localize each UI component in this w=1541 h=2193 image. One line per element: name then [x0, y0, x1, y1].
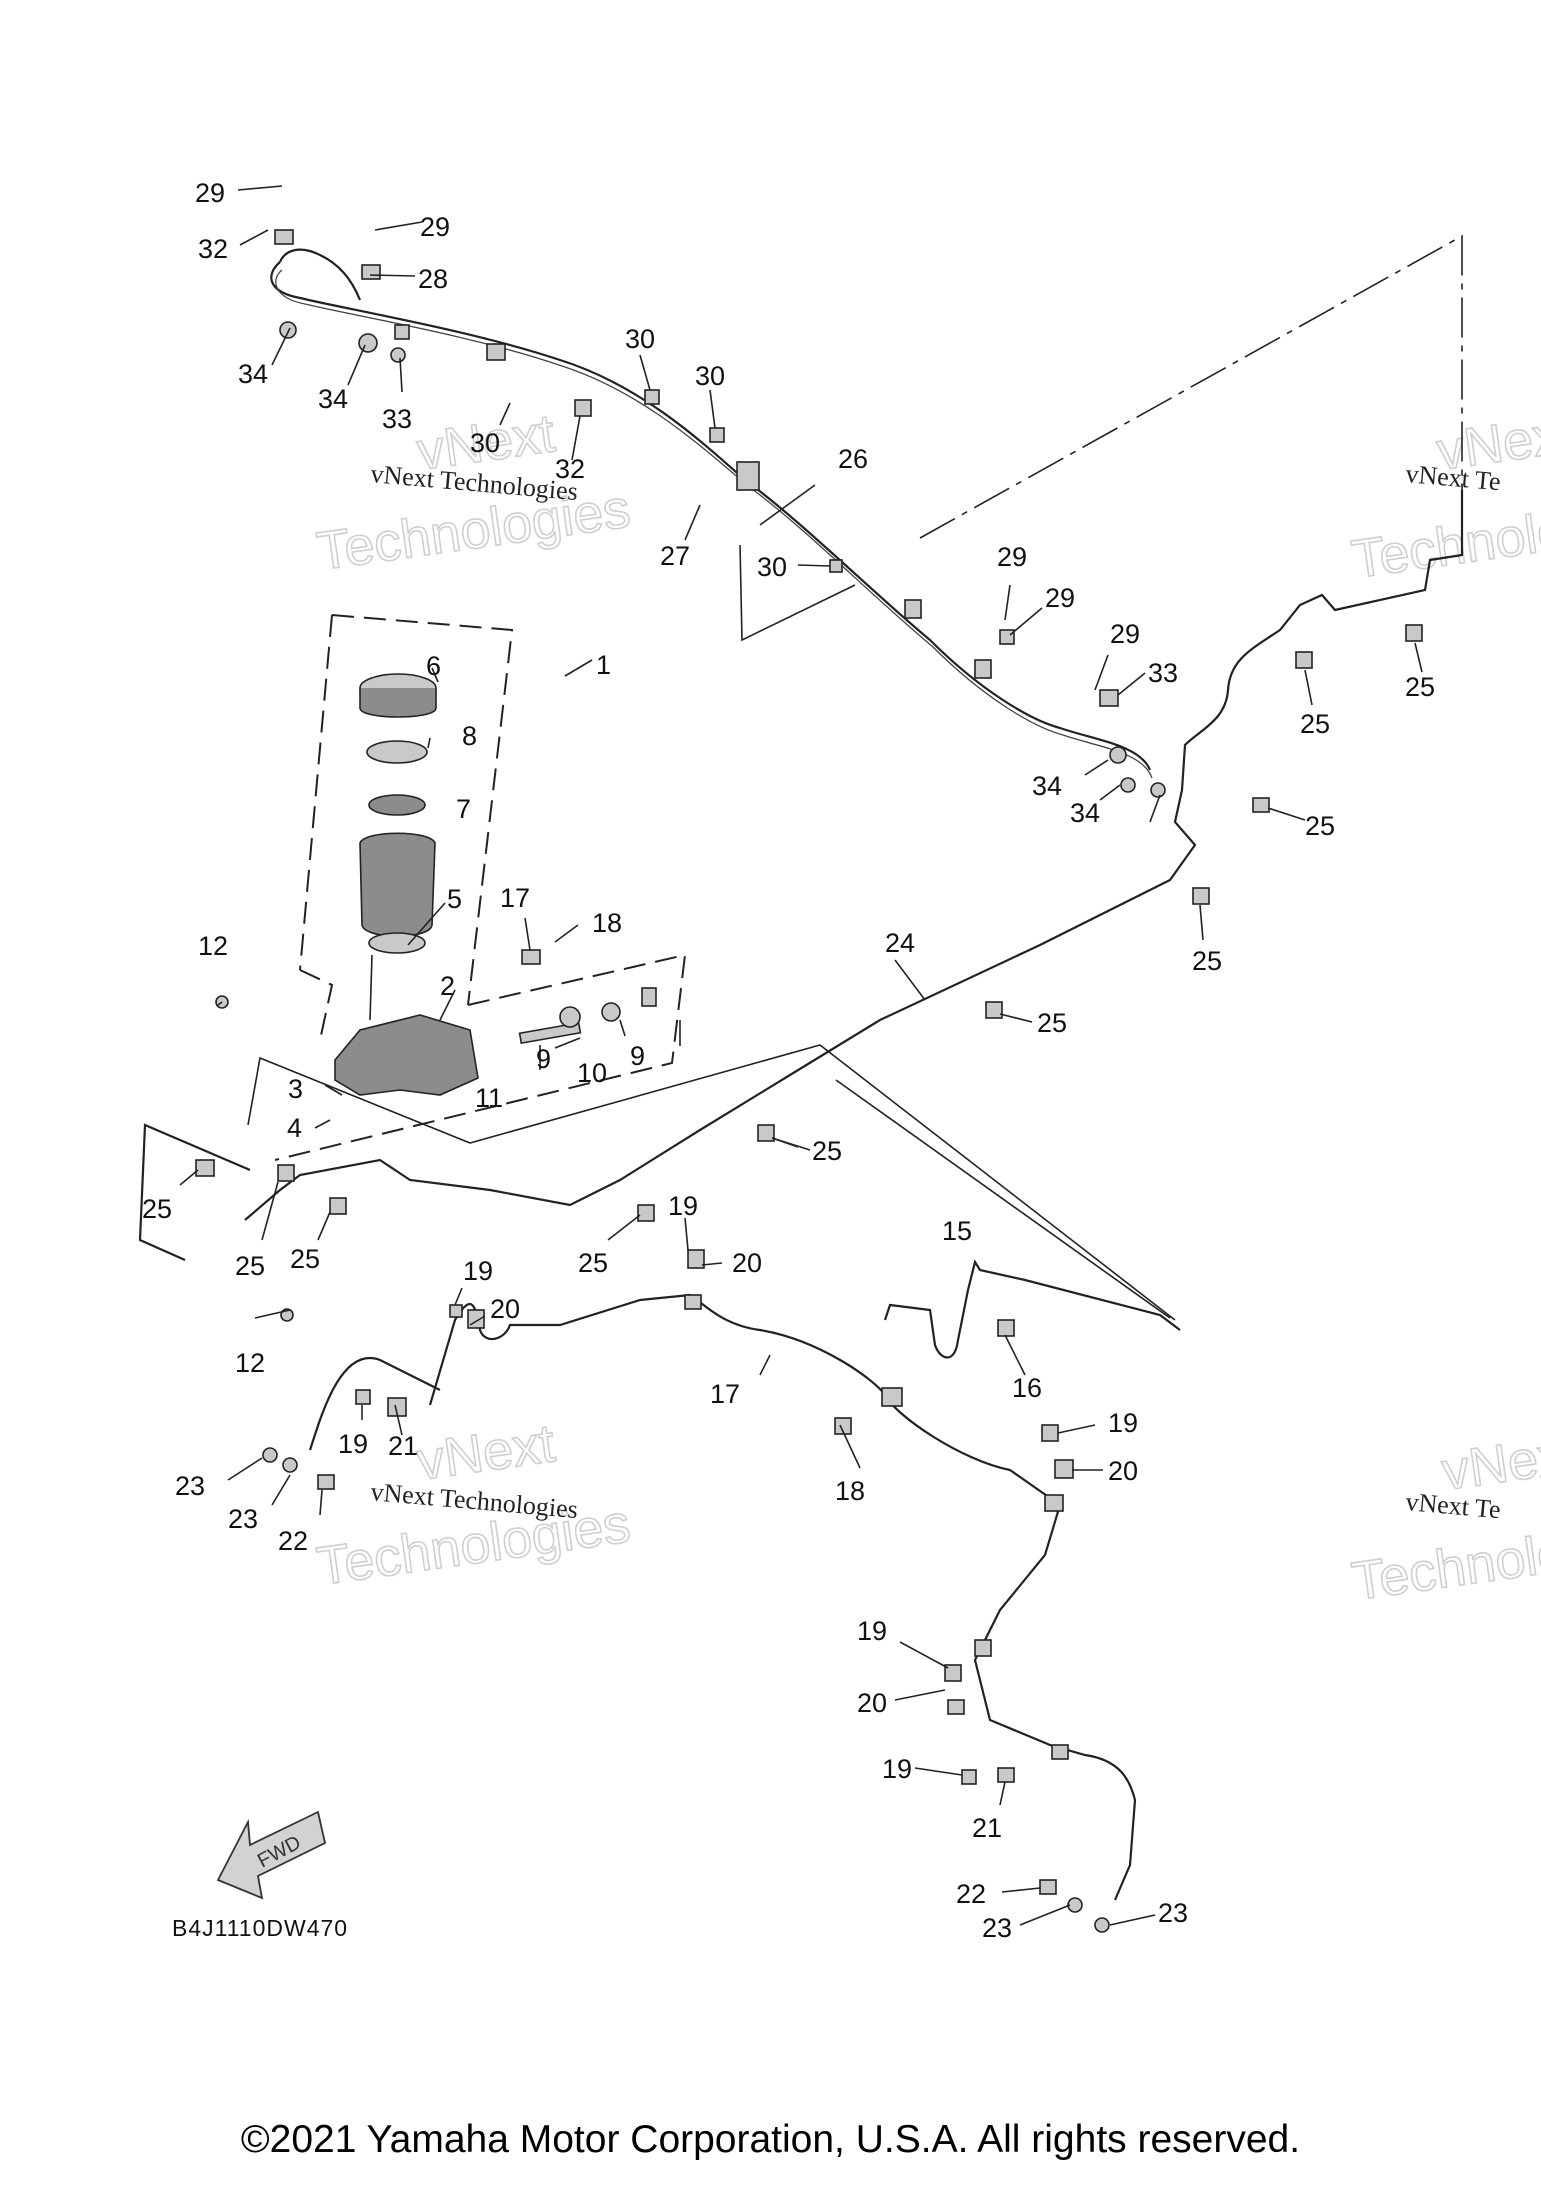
part-label: 23: [228, 1504, 258, 1534]
part-label: 32: [555, 454, 585, 484]
master-cylinder-assembly-box: [274, 614, 687, 1161]
part-label: 5: [447, 884, 462, 914]
part-label: 25: [1300, 709, 1330, 739]
part-label: 20: [857, 1688, 887, 1718]
part-label: 20: [490, 1294, 520, 1324]
part-label: 29: [997, 542, 1027, 572]
copyright-notice: ©2021 Yamaha Motor Corporation, U.S.A. A…: [240, 2118, 1301, 2161]
part-label: 23: [175, 1471, 205, 1501]
part-label: 16: [1012, 1373, 1042, 1403]
part-label: 25: [1405, 672, 1435, 702]
part-label: 32: [198, 234, 228, 264]
part-label: 25: [578, 1248, 608, 1278]
brake-line-24: [138, 490, 1464, 1262]
part-label: 19: [338, 1429, 368, 1459]
part-label: 4: [287, 1113, 302, 1143]
part-label: 30: [695, 361, 725, 391]
watermark-big-7: vNext: [1438, 1423, 1541, 1502]
part-label: 25: [235, 1251, 265, 1281]
part-label: 29: [1045, 583, 1075, 613]
fwd-arrow-icon: FWD: [216, 1810, 327, 1900]
part-label: 21: [388, 1431, 418, 1461]
part-label: 25: [1037, 1008, 1067, 1038]
part-label: 30: [470, 428, 500, 458]
part-label: 18: [592, 908, 622, 938]
part-label: 34: [1032, 771, 1062, 801]
part-label: 34: [238, 359, 268, 389]
watermark-top-right: vNext Technolo vNext Te: [1348, 402, 1541, 590]
part-labels: 29 32 29 28 34 34 33 30 32 30 30 27 26 3…: [142, 178, 1435, 1943]
part-label: 23: [1158, 1898, 1188, 1928]
watermark-big-6: Technolo: [1348, 500, 1541, 590]
part-label: 7: [456, 794, 471, 824]
master-cylinder: [215, 673, 657, 1322]
part-label: 22: [956, 1879, 986, 1909]
part-label: 34: [318, 384, 348, 414]
part-label: 10: [577, 1058, 607, 1088]
part-label: 33: [382, 404, 412, 434]
part-label: 25: [290, 1244, 320, 1274]
hose-17: [308, 1293, 1137, 1901]
part-label: 20: [1108, 1456, 1138, 1486]
part-label: 12: [235, 1348, 265, 1378]
leader-lines: [179, 185, 1423, 1926]
part-label: 2: [440, 971, 455, 1001]
part-label: 9: [536, 1044, 551, 1074]
part-label: 25: [812, 1136, 842, 1166]
part-label: 30: [625, 324, 655, 354]
part-label: 22: [278, 1526, 308, 1556]
part-label: 21: [972, 1813, 1002, 1843]
reference-lines: [247, 234, 1463, 1321]
part-label: 15: [942, 1216, 972, 1246]
part-label: 29: [195, 178, 225, 208]
hose-26: [270, 248, 1153, 779]
part-label: 17: [710, 1379, 740, 1409]
part-label: 18: [835, 1476, 865, 1506]
part-label: 29: [1110, 619, 1140, 649]
diagram-code: B4J1110DW470: [172, 1915, 348, 1941]
part-label: 29: [420, 212, 450, 242]
part-label: 25: [1192, 946, 1222, 976]
part-label: 19: [857, 1616, 887, 1646]
part-label: 28: [418, 264, 448, 294]
part-label: 30: [757, 552, 787, 582]
hose-15: [883, 1259, 1181, 1359]
part-label: 26: [838, 444, 868, 474]
watermark-big-8: Technolo: [1348, 1522, 1541, 1612]
part-label: 8: [462, 721, 477, 751]
part-label: 27: [660, 541, 690, 571]
part-label: 1: [596, 650, 611, 680]
part-label: 6: [426, 651, 441, 681]
part-label: 19: [668, 1191, 698, 1221]
part-label: 19: [1108, 1408, 1138, 1438]
part-label: 19: [463, 1256, 493, 1286]
part-label: 3: [288, 1074, 303, 1104]
part-label: 33: [1148, 658, 1178, 688]
part-label: 20: [732, 1248, 762, 1278]
small-parts: [195, 229, 1423, 1933]
part-label: 9: [630, 1041, 645, 1071]
watermark-big-3: vNext: [413, 1413, 558, 1492]
part-label: 11: [475, 1083, 503, 1113]
part-label: 34: [1070, 798, 1100, 828]
part-label: 12: [198, 931, 228, 961]
part-label: 23: [982, 1913, 1012, 1943]
watermark-mid-right: vNext Technolo vNext Te: [1348, 1422, 1541, 1612]
part-label: 25: [142, 1194, 172, 1224]
part-label: 24: [885, 928, 915, 958]
part-label: 19: [882, 1754, 912, 1784]
part-label: 25: [1305, 811, 1335, 841]
part-label: 17: [500, 883, 530, 913]
